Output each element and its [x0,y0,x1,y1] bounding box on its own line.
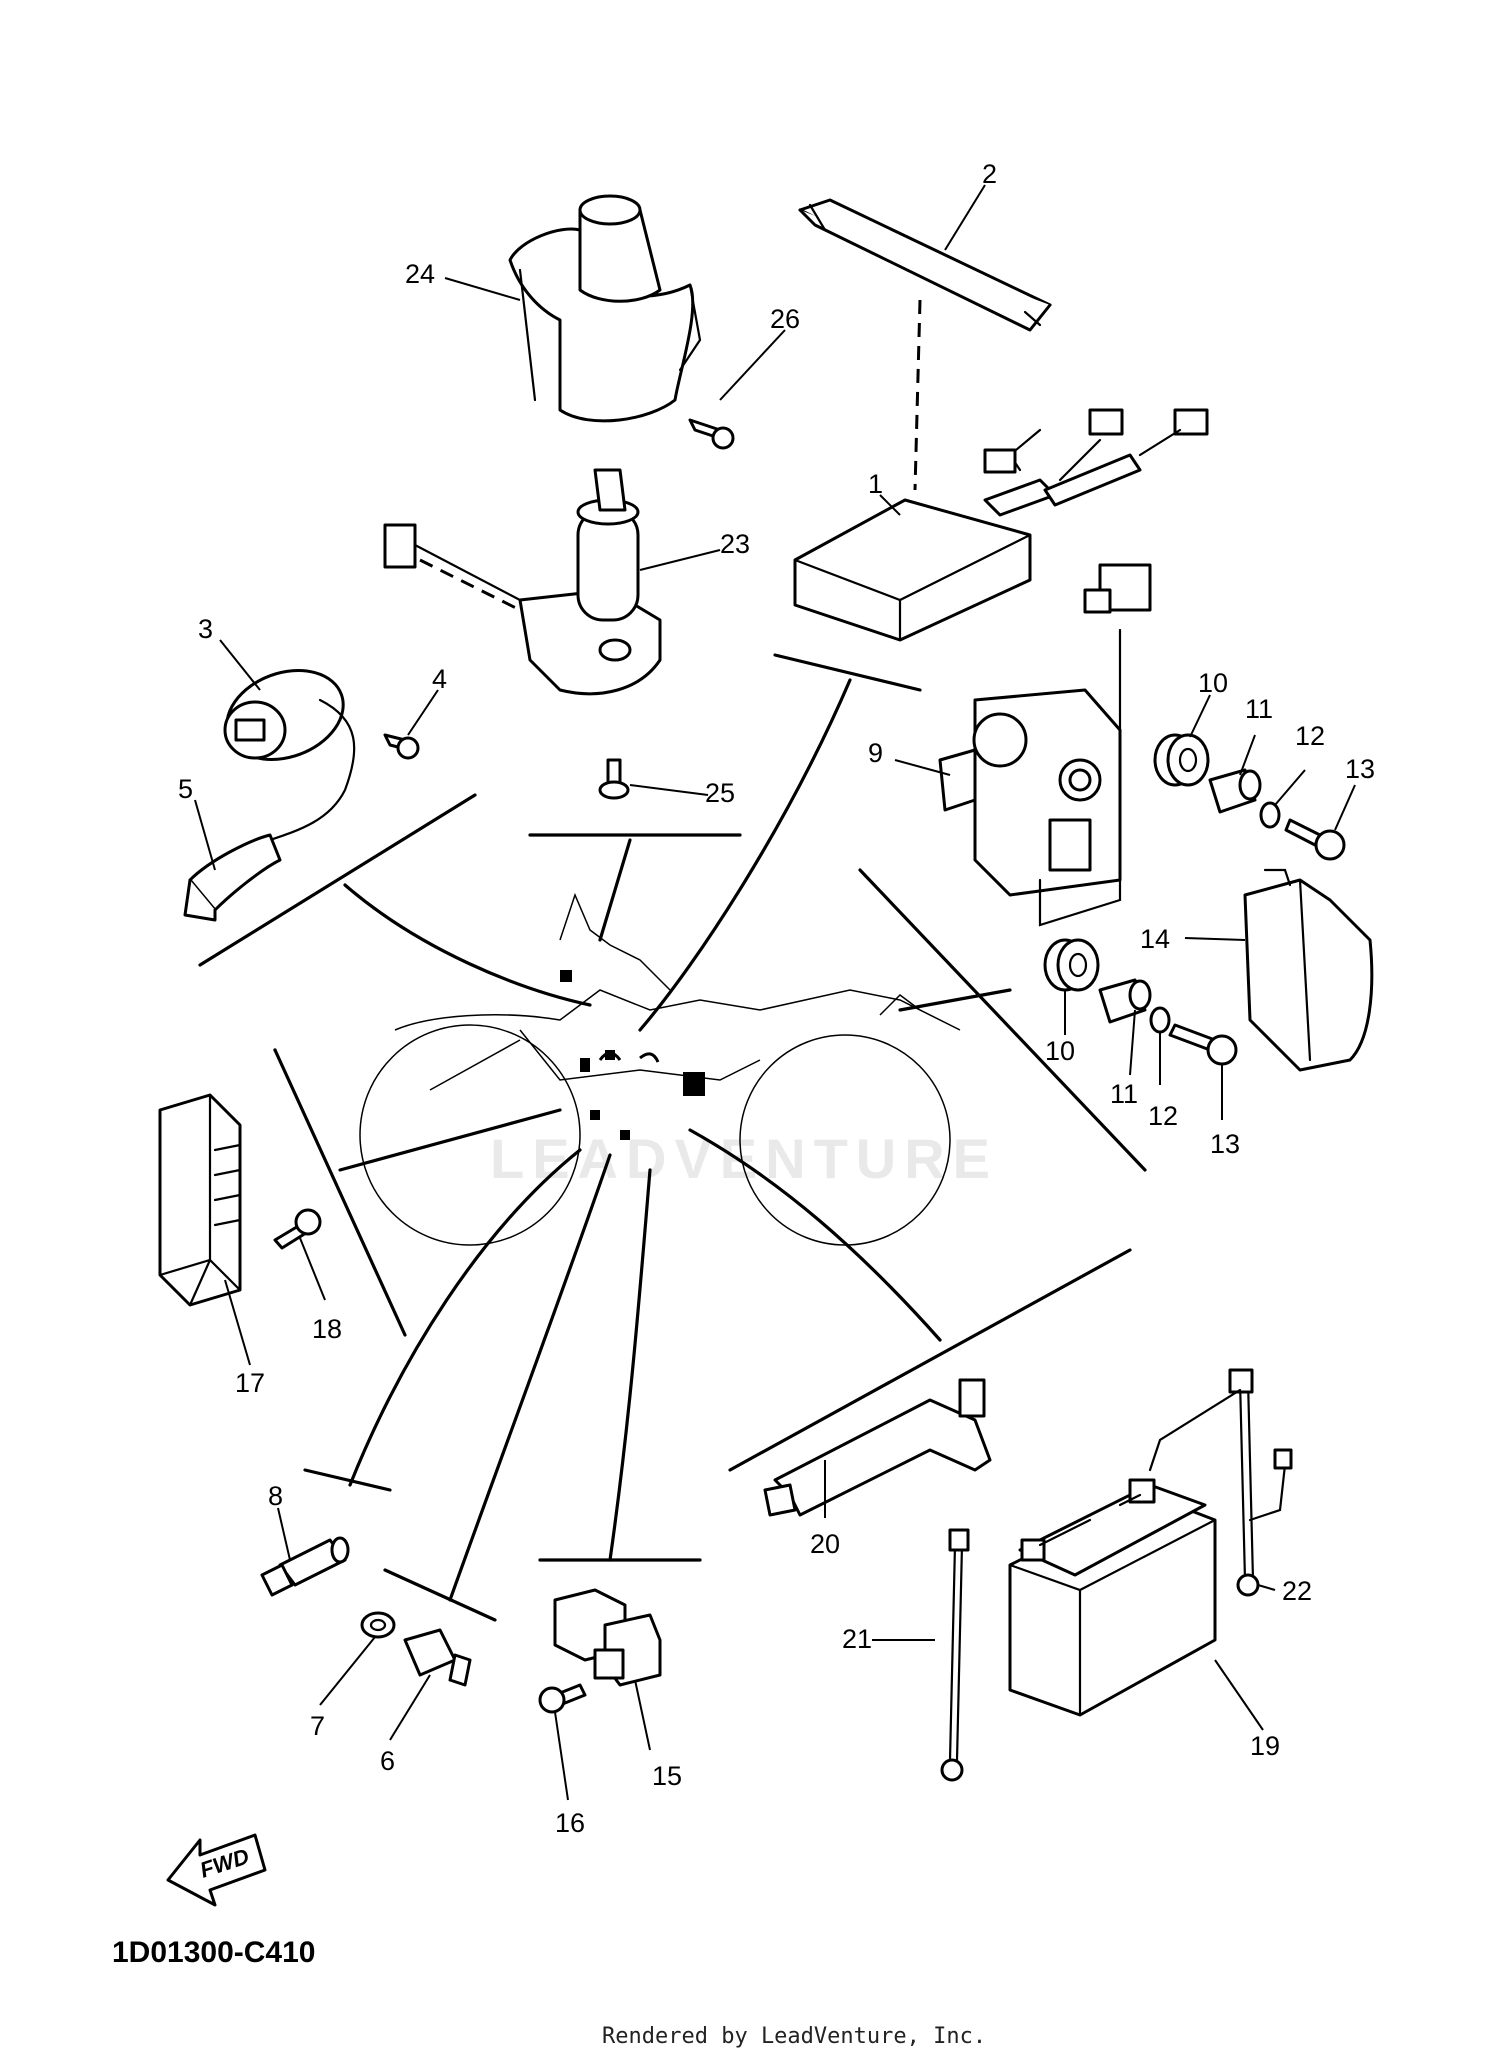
callout-18: 18 [312,1314,342,1344]
part-9-relay-assembly [938,563,1152,927]
callout-13-upper: 13 [1345,754,1375,784]
part-17-rectifier-regulator [158,1093,242,1307]
callout-10-upper: 10 [1198,668,1228,698]
callout-5: 5 [178,774,193,804]
callout-14: 14 [1140,924,1170,954]
callout-25: 25 [705,778,735,808]
part-13-bolt-upper [1284,818,1346,861]
callout-3: 3 [198,614,213,644]
callout-12-lower: 12 [1148,1101,1178,1131]
fwd-arrow-icon: FWD [166,1833,267,1907]
part-16-bolt [538,1683,587,1714]
part-8-neutral-switch [260,1536,350,1597]
callout-21: 21 [842,1624,872,1654]
part-2-battery-band [798,198,1052,491]
callout-13-lower: 13 [1210,1129,1240,1159]
callout-19: 19 [1250,1731,1280,1761]
part-18-bolt [273,1208,322,1250]
part-12-washer-lower [1149,1006,1171,1034]
callout-10-lower: 10 [1045,1036,1075,1066]
part-19-battery [1008,1478,1217,1717]
part-12-washer-upper [1259,801,1281,829]
part-11-collar-upper [1208,768,1262,814]
part-21-minus-lead [940,1528,970,1782]
diagram-code: 1D01300-C410 [112,1936,316,1969]
callout-4: 4 [432,664,447,694]
part-10-grommet-lower [1043,938,1100,992]
part-3-ignition-coil [223,669,356,842]
part-20-bracket [763,1378,992,1517]
callout-11-lower: 11 [1110,1079,1138,1109]
part-7-washer [360,1611,396,1639]
callout-16: 16 [555,1808,585,1838]
callout-11-upper: 11 [1245,694,1273,724]
part-1-control-unit [793,408,1209,642]
location-guide-lines [198,653,1147,1622]
callout-9: 9 [868,738,883,768]
part-6-plug [403,1628,472,1687]
callout-22: 22 [1282,1576,1312,1606]
part-26-screw [688,418,735,450]
part-23-main-switch [383,468,662,696]
part-13-bolt-lower [1168,1023,1238,1066]
part-24-switch-cover [508,194,702,423]
callout-6: 6 [380,1746,395,1776]
motorcycle-outline [359,892,961,1246]
part-11-collar-lower [1098,978,1152,1024]
callout-15: 15 [652,1761,682,1791]
callout-8: 8 [268,1481,283,1511]
part-14-cover [1243,868,1374,1072]
callout-1: 1 [868,469,883,499]
part-15-starter-relay [553,1588,662,1687]
callout-17: 17 [235,1368,265,1398]
part-22-plus-lead [1148,1368,1293,1597]
callout-23: 23 [720,529,750,559]
part-4-bolt [383,733,420,760]
part-25-screw [598,758,630,800]
callout-labels: 2 24 26 1 23 3 4 5 25 9 10 11 12 13 14 1… [178,159,1375,1838]
part-5-plug-cap [183,833,282,922]
callout-20: 20 [810,1529,840,1559]
callout-2: 2 [982,159,997,189]
callout-7: 7 [310,1711,325,1741]
render-credit: Rendered by LeadVenture, Inc. [602,2024,987,2049]
leader-lines [194,184,1356,1801]
callout-12-upper: 12 [1295,721,1325,751]
watermark-text: LEADVENTURE [490,1127,998,1190]
part-10-grommet-upper [1153,733,1210,787]
callout-26: 26 [770,304,800,334]
callout-24: 24 [405,259,435,289]
